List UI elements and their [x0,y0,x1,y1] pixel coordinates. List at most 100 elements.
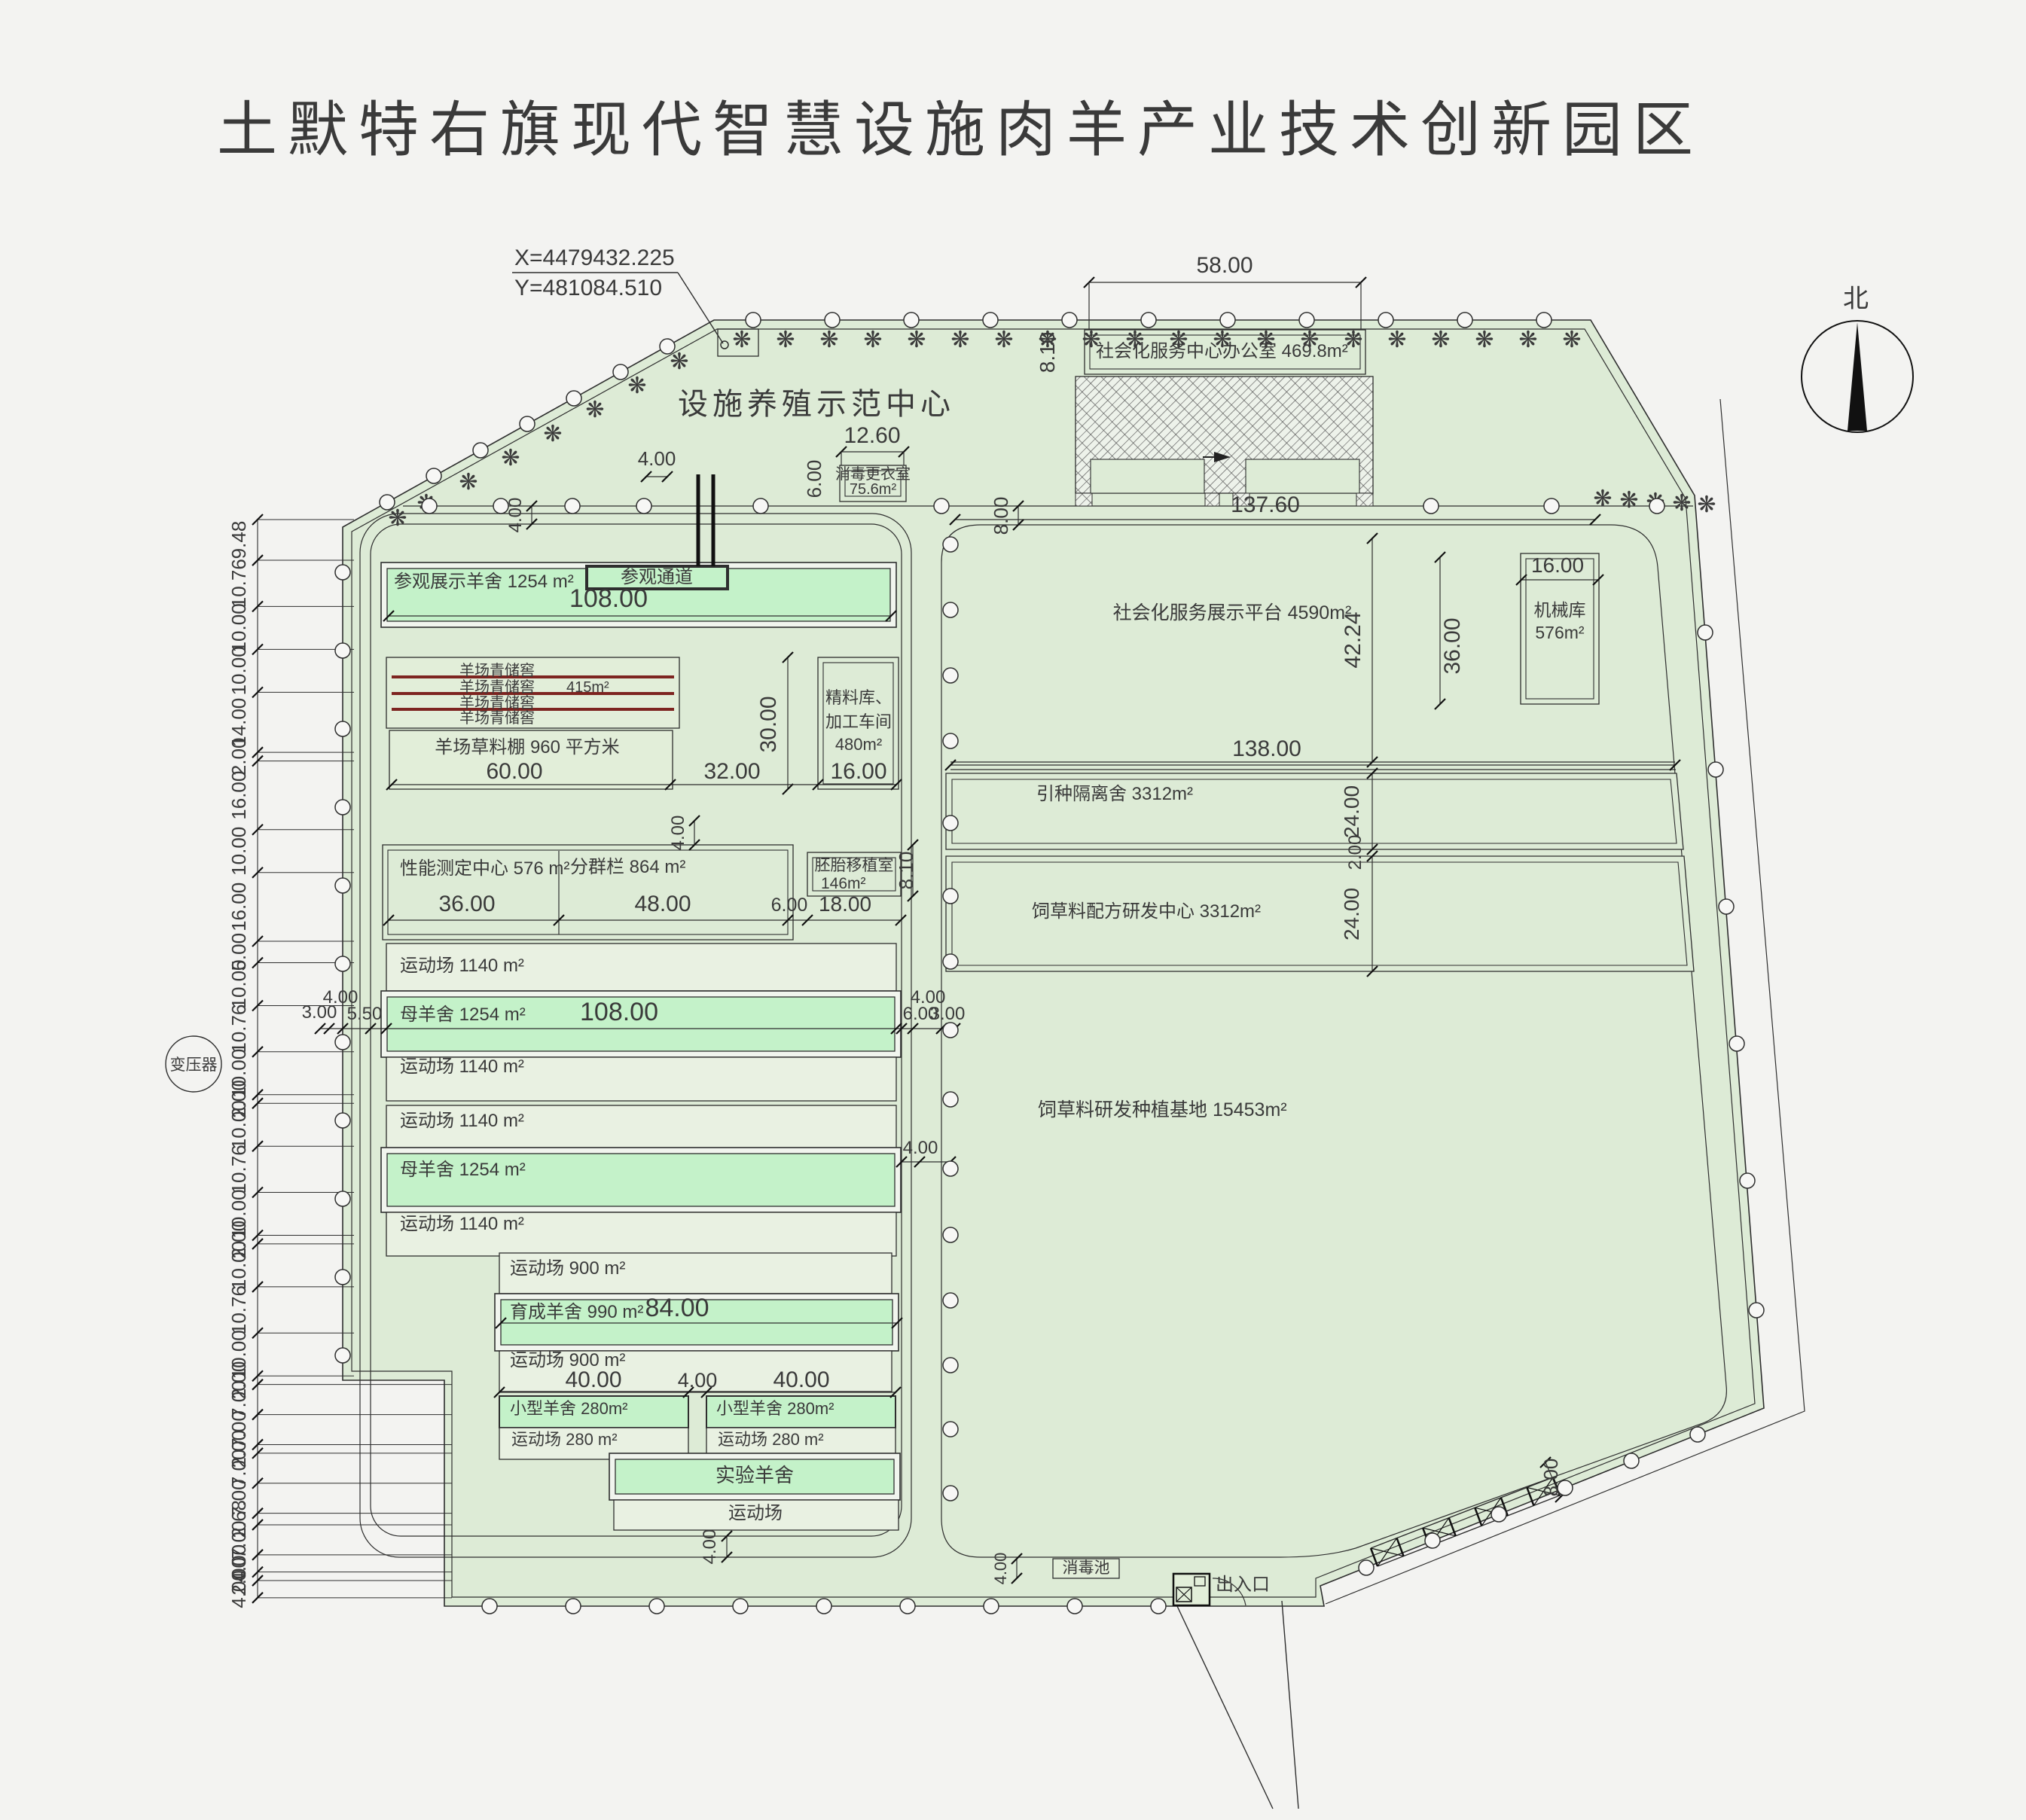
ramp-rung [1396,1538,1405,1557]
fence-post [1219,312,1236,328]
fence-post [636,498,652,514]
fence-post [648,1598,665,1614]
fence-post [519,416,535,432]
tree-icon: ❋ [1431,328,1450,352]
silage-row-4: 羊场青储窖 [459,709,535,727]
dim-3-00-L: 3.00 [302,1002,337,1023]
tree-icon: ❋ [1300,328,1319,352]
chain-dim-label: 10.00 [227,959,250,1008]
fence-post [334,877,351,894]
fence-post [1689,1426,1706,1443]
ewe1-label: 母羊舍 1254 m² [400,1005,526,1025]
tree-icon: ❋ [1672,491,1691,516]
chain-dim-label: 9.48 [227,521,250,559]
fence-post [481,1598,498,1614]
fence-post [1739,1172,1756,1189]
coordinate-y-label: Y=481084.510 [514,276,662,300]
chain-dim-label: 2.00 [227,738,250,776]
feed-label-2: 加工车间 [825,712,892,731]
hay-barn [389,730,673,790]
silage-row-3: 羊场青储窖 [459,694,535,712]
tree-icon: ❋ [1387,328,1406,352]
fence-post [566,390,582,407]
chain-dim-label: 10.00 [227,1241,250,1290]
chain-dim-label: 10.76 [227,1005,250,1053]
chain-dim-label: 7.00 [227,1380,250,1419]
visit-corridor [585,565,729,590]
buildings-layer [380,329,1695,1579]
yard-4 [386,1212,897,1257]
dim-42-24: 42.24 [1341,611,1365,668]
office [1084,329,1366,375]
dim-4-00-c: 4.00 [678,1369,718,1392]
coordinate-x-label: X=4479432.225 [514,245,675,270]
tree-icon: ❋ [1256,328,1275,352]
tree-icon: ❋ [1038,328,1057,352]
plaza-pillar [1232,492,1250,507]
fence-post [334,721,351,737]
north-needle [1848,322,1867,431]
dim-2-00-gap: 2.00 [1345,835,1365,870]
details-layer [165,272,1914,1607]
yard-2 [386,1056,897,1102]
tree-icon: ❋ [1593,486,1612,511]
yard4-label: 运动场 1140 m² [400,1214,524,1234]
fence-post [1061,312,1078,328]
dim-137-60: 137.60 [1231,492,1300,517]
fence-post [982,312,999,328]
visit-shed-label: 参观展示羊舍 1254 m² [394,572,574,592]
chain-dim-label: 10.76 [227,559,250,608]
yard-6 [499,1350,892,1392]
page-title: 土默特右旗现代智慧设施肉羊产业技术创新园区 [217,96,1704,163]
lab-yard-label: 运动场 [728,1503,783,1523]
machine-shed [1520,553,1600,705]
corner-point [720,340,729,349]
fence-post [1536,312,1552,328]
tree-icon: ❋ [627,373,646,398]
chain-dim-label: 7.00 [227,1410,250,1449]
fence-post [334,642,351,659]
inner-roads-layer [359,505,1728,1558]
machine-shed-area: 576m² [1535,623,1585,642]
embryo-area: 146m² [821,875,866,892]
fence-post [942,602,959,618]
small1-yard-label: 运动场 280 m² [511,1430,618,1449]
fence-post [942,1357,959,1373]
fence-post [1543,498,1560,514]
dim-24-00-b: 24.00 [1340,888,1363,940]
site-fence-inner [351,328,1756,1598]
north-label: 北 [1843,285,1869,313]
fence-post [942,953,959,970]
group-pen-label: 分群栏 864 m² [570,857,685,877]
dim-18-00: 18.00 [819,892,871,916]
fence-post [942,815,959,831]
office-label: 社会化服务中心办公室 469.8m² [1096,341,1348,361]
ramp-rung [1526,1486,1535,1506]
dim-4-00-L: 4.00 [323,987,359,1008]
tree-icon: ❋ [863,328,882,352]
fence-post [942,1022,959,1038]
dim-4-00-R: 4.00 [911,987,946,1008]
plaza-pillar [1356,492,1374,507]
dim-16-00-machine: 16.00 [1531,553,1584,577]
dim-4-00-d: 4.00 [700,1529,720,1565]
chain-dim-label: 2.00 [227,1221,250,1259]
silage-row-1: 羊场青储窖 [459,662,535,679]
small1-label: 小型羊舍 280m² [510,1399,627,1418]
outer-road-east [1325,398,1805,1605]
fence-post [752,498,769,514]
dim-60-00: 60.00 [486,759,542,784]
yard3-label: 运动场 1140 m² [400,1111,524,1131]
disinfect-room [839,465,907,502]
zone-title: 设施养殖示范中心 [678,388,955,421]
dim-24-00-a: 24.00 [1340,785,1363,838]
dim-6-00-a: 6.00 [803,460,825,498]
chain-dim-label: 7.00 [227,1450,250,1488]
transformer-icon [165,1035,222,1093]
perf-center [382,844,794,940]
right-zone-outline [941,524,1728,1558]
chain-dim-label: 4.00 [227,1570,250,1608]
chain-dim-label: 10.00 [227,827,250,876]
tree-icon: ❋ [1562,328,1581,352]
